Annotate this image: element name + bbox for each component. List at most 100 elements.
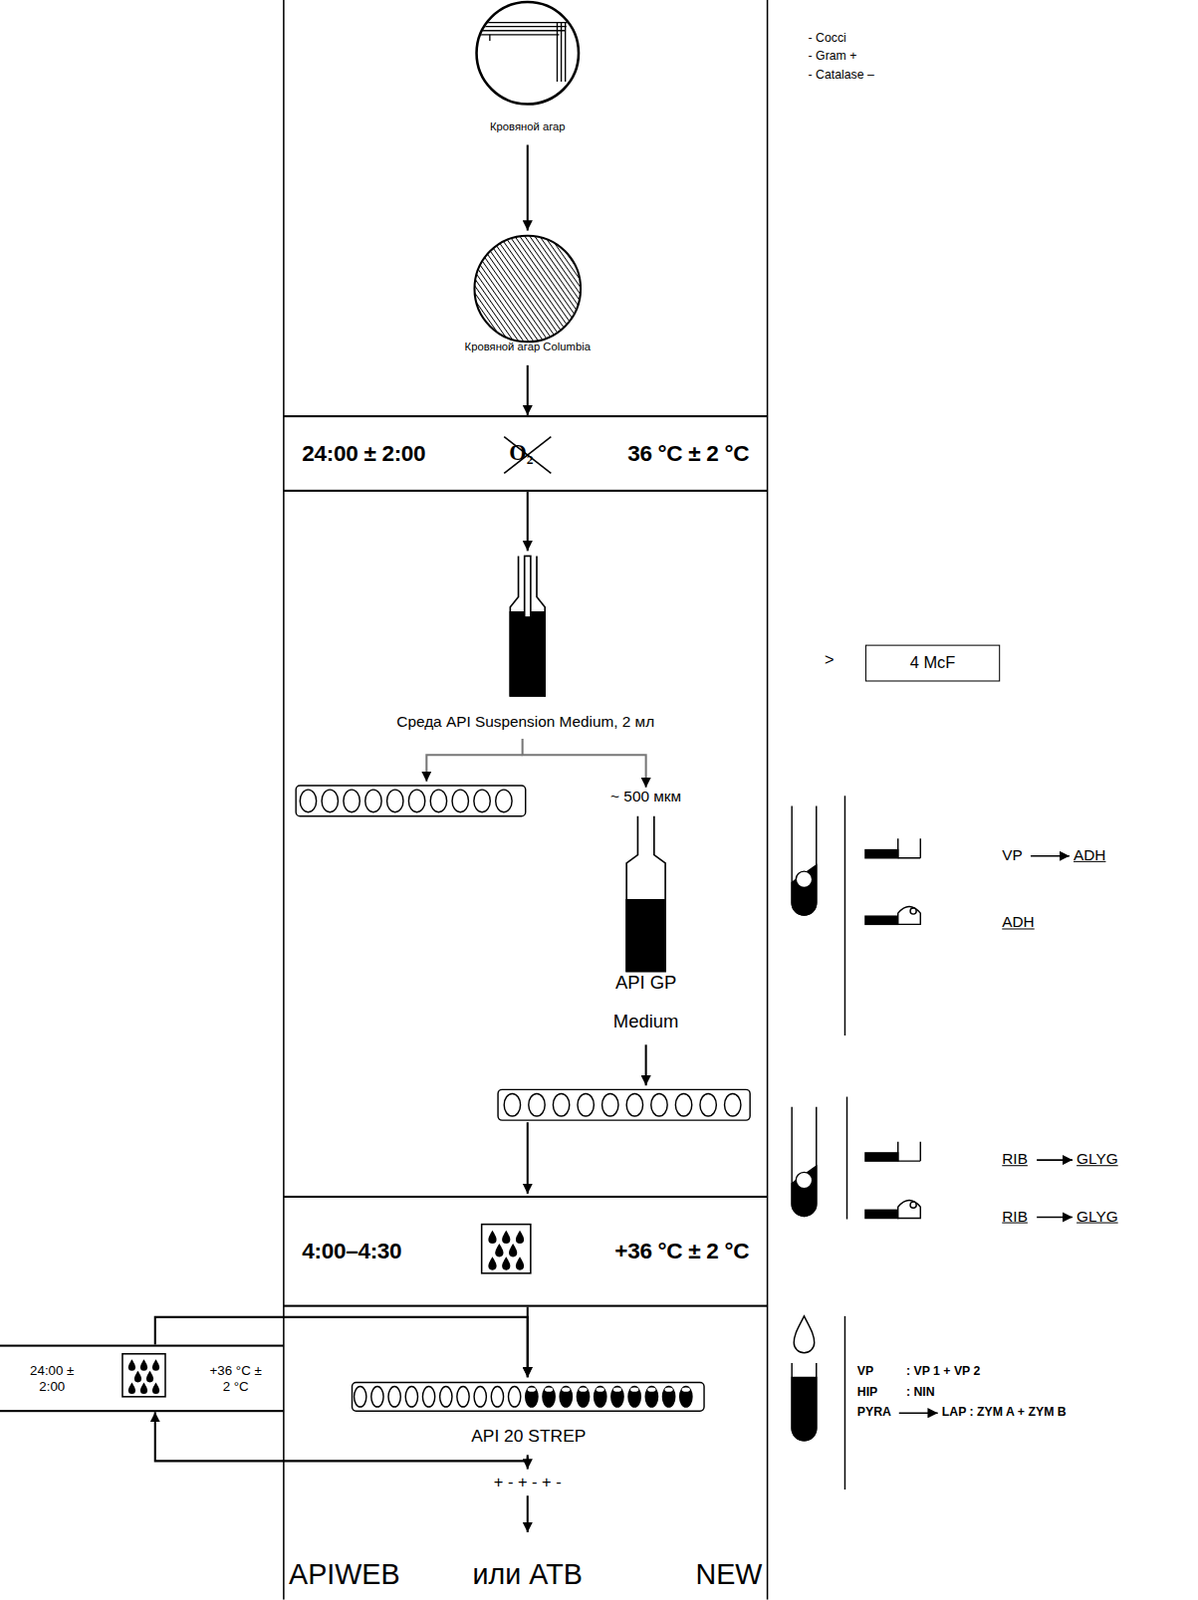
blood-agar-plate (479, 21, 568, 23)
api-20-strep-strip (352, 1382, 706, 1412)
anaerobic-symbol (503, 437, 551, 475)
bracket (844, 795, 846, 1036)
test-tube-symbol (791, 806, 817, 1217)
strip-part (602, 1093, 619, 1117)
slant-agar-symbol (898, 1142, 922, 1162)
api-20-strep-strip (559, 1387, 572, 1408)
api-20-strep-strip (457, 1387, 470, 1408)
callout-arrow (1036, 1216, 1073, 1219)
api-20-strep-strip (490, 1387, 503, 1408)
blood-agar-plate (477, 1, 579, 104)
node-text: ~ 500 мкм (586, 787, 706, 806)
flow-arrow (526, 1122, 529, 1195)
humid-chamber-symbol (128, 1359, 136, 1372)
api-20-strep-strip (388, 1387, 401, 1408)
flow-connector (522, 738, 647, 788)
gp-medium-tube (626, 816, 666, 972)
suspension-tube (509, 612, 545, 697)
api-20-strep-strip (613, 1388, 622, 1393)
strip-part (430, 789, 447, 813)
step-node: API 20 STREP (344, 1377, 713, 1455)
callout-label: O₂ (508, 440, 533, 468)
slant-agar-symbol (898, 838, 922, 858)
strip-part (365, 789, 382, 813)
column-frame (283, 0, 768, 1600)
api-20-strep-strip (628, 1387, 641, 1408)
blood-agar-plate (560, 22, 562, 82)
slant-agar-symbol (865, 1153, 899, 1162)
strip-part (299, 789, 316, 813)
slant-agar-symbol (898, 906, 922, 925)
slant-agar-symbol (910, 1201, 917, 1208)
suspension-tube (509, 555, 545, 696)
strip-part (675, 1093, 692, 1117)
humid-chamber-symbol (140, 1359, 148, 1372)
callout-label: LAP : ZYM A + ZYM B (942, 1405, 1067, 1421)
reagent-symbol (791, 1363, 817, 1441)
test-tube-symbol (795, 1172, 812, 1189)
api-20-strep-strip (422, 1387, 435, 1408)
humid-chamber-symbol (508, 1243, 517, 1257)
test-tube-symbol (791, 1107, 817, 1217)
api-20-strep-strip (662, 1387, 675, 1408)
api-20-strep-strip (645, 1387, 658, 1408)
flow-connector (526, 365, 529, 416)
strip-part (474, 789, 490, 813)
blood-agar-plate (479, 25, 567, 27)
api-20-strep-strip (561, 1388, 570, 1393)
humid-chamber-symbol (487, 1256, 496, 1270)
humid-chamber-symbol (152, 1382, 160, 1395)
api-20-strep-strip (647, 1388, 656, 1393)
callout-label: - Catalase – (808, 67, 875, 83)
gp-medium-tube (626, 900, 666, 972)
callout-label: ADH (1001, 913, 1034, 932)
flow-arrow (526, 1495, 529, 1533)
blood-agar-plate (488, 34, 490, 41)
humid-chamber-symbol (122, 1354, 166, 1398)
api-20-strep-strip (405, 1387, 418, 1408)
callout-label: > (824, 650, 835, 671)
flow-connector (526, 145, 529, 232)
density-box: 4 McF (865, 645, 1000, 683)
slant-agar-symbol (910, 908, 917, 915)
callout-label: или ATB (473, 1558, 583, 1593)
split-line (426, 754, 522, 782)
callout-label: NEW (696, 1558, 763, 1593)
suspension-tube (524, 555, 531, 617)
blood-agar-plate (479, 33, 560, 35)
api-20-strep-strip (578, 1388, 587, 1393)
reagent-symbol (793, 1316, 814, 1354)
node-text: API 20 STREP (344, 1427, 713, 1447)
callout-label: GLYG (1076, 1206, 1119, 1225)
node-text: API GP Medium (605, 962, 688, 1041)
columbia-agar-plate (474, 236, 581, 343)
flow-arrow (645, 1044, 648, 1086)
strip-part (452, 789, 469, 813)
strip-part (343, 789, 360, 813)
strip-part (495, 789, 512, 813)
node-text: 4 McF (910, 654, 957, 673)
api-20-strep-strip (596, 1388, 605, 1393)
bracket (846, 1097, 848, 1220)
blood-agar-plate (479, 22, 568, 82)
api-20-strep-strip (371, 1387, 384, 1408)
strip-part (497, 1089, 750, 1121)
api-20-strep-strip (594, 1387, 607, 1408)
node-text: +36 °C ± 2 °C (206, 1363, 265, 1395)
api-20-strep-strip (440, 1387, 453, 1408)
node-text: 4:00–4:30 (301, 1237, 402, 1265)
bracket (844, 795, 847, 1490)
suspension-tube (509, 555, 545, 696)
api-20-strep-strip (474, 1387, 486, 1408)
api-20-strep-strip (352, 1382, 706, 1412)
callout-label: GLYG (1076, 1150, 1119, 1169)
strip-part (577, 1093, 594, 1117)
humid-chamber-symbol (487, 1230, 496, 1244)
callout-arrow (899, 856, 1073, 1414)
strip-part (503, 1093, 520, 1117)
humid-chamber-symbol (128, 1382, 136, 1395)
api-20-strep-strip (525, 1387, 538, 1408)
slant-agar-symbol (865, 850, 899, 859)
